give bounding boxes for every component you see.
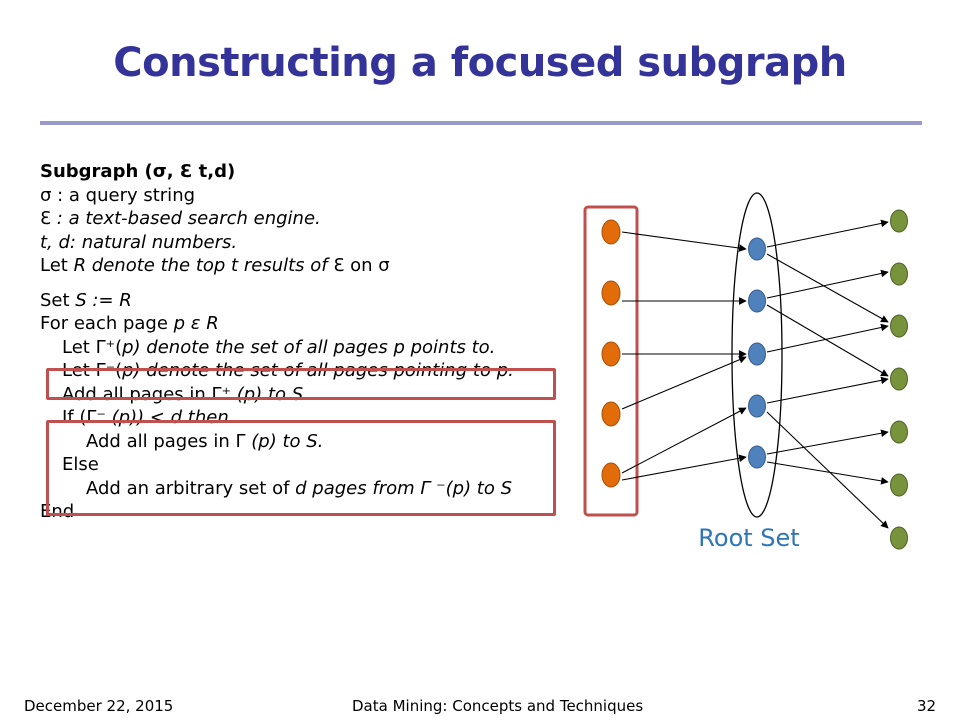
- highlight-box-pointing: [46, 368, 556, 400]
- base-nodes: [601, 219, 621, 488]
- edge: [766, 219, 889, 248]
- algo-text: Let: [40, 255, 74, 276]
- expanded-node: [890, 526, 908, 550]
- base-node: [601, 462, 621, 488]
- algo-line-11: Add all pages in Γ (p) to S.: [40, 430, 580, 454]
- title-divider: [40, 121, 922, 125]
- base-node: [601, 219, 621, 245]
- page-number: 32: [917, 697, 937, 715]
- algo-text: p) denote the set of all pages p points …: [122, 336, 496, 358]
- edge: [766, 411, 889, 529]
- footer-date: December 22, 2015: [24, 697, 174, 715]
- root-node: [748, 237, 766, 261]
- root-set-label: Root Set: [698, 524, 799, 552]
- algo-text: p ε R: [173, 313, 219, 334]
- highlight-box-condition: [46, 420, 556, 516]
- base-set-box: [583, 205, 639, 517]
- edge: [766, 461, 889, 485]
- edge: [621, 356, 747, 410]
- algo-text: d pages from Γ ⁻(p) to S: [295, 477, 513, 499]
- expanded-node: [890, 314, 908, 338]
- algo-line-4: Let R denote the top t results of Ɛ on σ: [40, 254, 580, 278]
- expanded-node: [890, 473, 908, 497]
- focused-subgraph-diagram: Root Set: [583, 192, 908, 552]
- edge: [766, 269, 889, 299]
- base-node: [601, 401, 621, 427]
- base-node: [601, 280, 621, 306]
- root-set-ellipse: [731, 192, 783, 518]
- algorithm-pseudocode: Subgraph (σ, Ɛ t,d) σ : a query string Ɛ…: [40, 160, 580, 524]
- expanded-node: [890, 209, 908, 233]
- root-node: [748, 289, 766, 313]
- edges-incoming: [621, 231, 747, 481]
- algorithm-header: Subgraph (σ, Ɛ t,d): [40, 161, 236, 182]
- algo-line-7: Let Γ⁺(p) denote the set of all pages p …: [40, 336, 580, 360]
- edge: [766, 429, 889, 455]
- expanded-node: [890, 262, 908, 286]
- root-nodes: [748, 237, 766, 469]
- slide-title: Constructing a focused subgraph: [113, 40, 847, 86]
- algo-text: S := R: [75, 289, 132, 311]
- algo-text: Add an arbitrary set of: [86, 477, 296, 499]
- edge: [766, 304, 889, 377]
- edge: [621, 231, 747, 252]
- algo-text: R denote the top t results of: [73, 255, 334, 276]
- expanded-node: [890, 367, 908, 391]
- expanded-node: [890, 420, 908, 444]
- edges-outgoing: [766, 219, 889, 529]
- algo-line-1: σ : a query string: [40, 184, 196, 206]
- edge: [766, 376, 889, 404]
- algo-text: Set: [40, 289, 76, 311]
- algo-line-3: t, d: natural numbers.: [40, 231, 238, 253]
- algo-text: (p) to S.: [251, 430, 324, 452]
- expanded-nodes: [890, 209, 908, 550]
- algo-text: : a text-based search engine.: [51, 208, 321, 229]
- root-node: [748, 394, 766, 418]
- algo-text: Add all pages in Γ: [86, 430, 252, 452]
- edge: [766, 253, 889, 323]
- base-node: [601, 341, 621, 367]
- root-node: [748, 445, 766, 469]
- footer-course: Data Mining: Concepts and Techniques: [352, 697, 644, 715]
- algo-text: on σ: [344, 255, 390, 276]
- edge: [621, 454, 747, 481]
- edge: [766, 323, 889, 353]
- algo-text: Ɛ: [333, 255, 345, 276]
- algo-line-2: Ɛ : a text-based search engine.: [40, 207, 580, 231]
- algo-text: For each page: [40, 313, 174, 334]
- algo-text: Let Γ⁺(: [62, 336, 123, 358]
- algo-line-6: For each page p ε R: [40, 312, 580, 336]
- edge: [621, 407, 747, 474]
- algo-line-13: Add an arbitrary set of d pages from Γ ⁻…: [40, 477, 580, 501]
- root-node: [748, 342, 766, 366]
- algo-line-12: Else: [62, 454, 99, 475]
- algo-text: Ɛ: [40, 208, 52, 229]
- algo-line-5: Set S := R: [40, 289, 580, 313]
